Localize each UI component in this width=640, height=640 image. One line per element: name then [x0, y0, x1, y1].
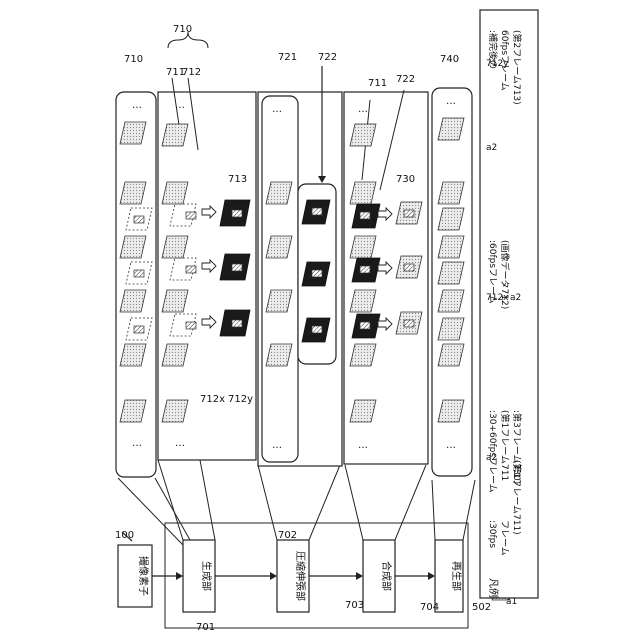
legend: 凡例 a1 :30fps フレーム (第1フレーム711) a2 :30+60f…: [480, 10, 538, 607]
input-frame: [120, 182, 146, 204]
ref-704: 704: [420, 602, 439, 613]
ref-713: 713: [228, 174, 247, 185]
generator-label: 生成部: [200, 561, 213, 591]
comb-ellipsis-top: …: [358, 104, 368, 115]
legend-item3-l1: :60fpsフレーム: [487, 240, 498, 304]
codec-frame: [266, 236, 292, 258]
comb-frame: [350, 290, 376, 312]
legend-item2-l3: :第3フレーム730): [511, 410, 523, 484]
codec-hatch: [312, 208, 322, 215]
legend-item4-l3: (第2フレーム713): [511, 30, 523, 105]
output-frame: [438, 208, 464, 230]
ref-722: 722: [318, 52, 337, 63]
comb-hatch: [360, 322, 370, 329]
codec-frame: [266, 290, 292, 312]
comb-result-hatch: [404, 264, 414, 271]
input-hatch: [134, 216, 144, 223]
ref-721: 721: [278, 52, 297, 63]
output-frame: [438, 118, 464, 140]
out-ellipsis-bottom: …: [446, 440, 456, 451]
ref-502: 502: [472, 602, 491, 613]
ref-710a: 710: [124, 54, 143, 65]
codec-frame: [266, 182, 292, 204]
output-frame: [438, 182, 464, 204]
gen-frame: [162, 236, 188, 258]
out-ellipsis-top: …: [446, 96, 456, 107]
ref-712: 712: [182, 67, 201, 78]
comb-hatch: [360, 266, 370, 273]
legend-item3-l2: (画像データ712): [499, 240, 511, 309]
output-frame: [438, 400, 464, 422]
codec-left-group: [262, 96, 298, 462]
legend-item2-l1: :30+60fpsフレーム: [487, 410, 498, 493]
gen-frame: [162, 290, 188, 312]
comb-result-hatch: [404, 210, 414, 217]
comb-frame: [350, 236, 376, 258]
sensor-label: 撮像素子: [137, 556, 150, 596]
comb-frame: [350, 344, 376, 366]
comb-frame: [350, 182, 376, 204]
ref-711b: 711: [368, 78, 387, 89]
ref-712x: 712x: [200, 394, 225, 405]
legend-712y: 712y: [486, 59, 509, 69]
legend-item1-l1: :30fps: [487, 520, 497, 548]
comb-frame: [350, 400, 376, 422]
input-hatch: [134, 326, 144, 333]
output-frame: [438, 318, 464, 340]
legend-a2b: a2: [510, 293, 521, 303]
gen-complement-hatch: [232, 264, 242, 271]
comb-frame: [350, 124, 376, 146]
player-label: 再生部: [450, 561, 463, 591]
ref-702: 702: [278, 530, 297, 541]
gen-complement-hatch: [232, 320, 242, 327]
input-frame: [120, 236, 146, 258]
codec-label: 圧縮伸張部: [294, 551, 307, 601]
ref-701: 701: [196, 622, 215, 633]
gen-frame: [162, 182, 188, 204]
ellipsis-bottom: …: [132, 438, 142, 449]
ref-730: 730: [396, 174, 415, 185]
gen-complement-hatch: [232, 210, 242, 217]
ref-710: 710: [173, 24, 192, 35]
output-frame: [438, 344, 464, 366]
ref-100: 100: [115, 530, 134, 541]
legend-a2c: a2: [486, 143, 497, 153]
gen-frame: [162, 344, 188, 366]
ref-703: 703: [345, 600, 364, 611]
output-frame: [438, 236, 464, 258]
gen-ellipsis-bottom: …: [175, 438, 185, 449]
comb-ellipsis-bottom: …: [358, 440, 368, 451]
codec-hatch: [312, 270, 322, 277]
gen-hatch: [186, 322, 196, 329]
comb-result-hatch: [404, 320, 414, 327]
comb-hatch: [360, 212, 370, 219]
legend-a1: a1: [506, 597, 517, 607]
codec-hatch: [312, 326, 322, 333]
output-frame: [438, 290, 464, 312]
ref-722b: 722: [396, 74, 415, 85]
stage-codec: … … 721 722: [258, 52, 342, 466]
ellipsis-top: …: [132, 100, 142, 111]
input-hatch: [134, 270, 144, 277]
legend-title: 凡例: [487, 578, 500, 598]
legend-item1-l2: フレーム: [499, 520, 510, 556]
gen-frame: [162, 124, 188, 146]
codec-ellipsis-top: …: [272, 104, 282, 115]
input-frame: [120, 290, 146, 312]
gen-hatch: [186, 266, 196, 273]
input-frame: [120, 400, 146, 422]
legend-item2-l2: (第1フレーム711: [499, 410, 511, 481]
input-frame: [120, 122, 146, 144]
codec-ellipsis-bottom: …: [272, 440, 282, 451]
output-frame: [438, 262, 464, 284]
ref-740: 740: [440, 54, 459, 65]
codec-frame: [266, 344, 292, 366]
gen-frame: [162, 400, 188, 422]
combiner-label: 合成部: [380, 561, 393, 591]
gen-hatch: [186, 212, 196, 219]
ref-712y: 712y: [228, 394, 253, 405]
input-frame: [120, 344, 146, 366]
